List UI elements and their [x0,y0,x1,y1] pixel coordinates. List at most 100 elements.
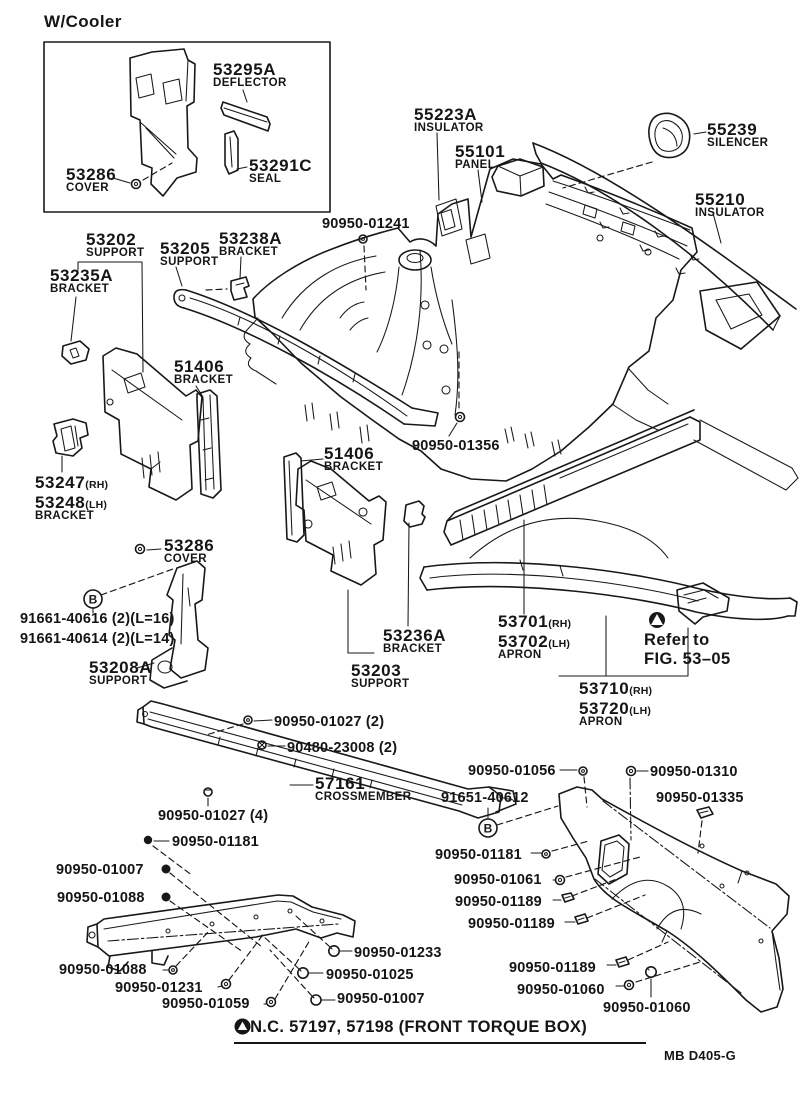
label-line: 53701(RH) [498,612,571,632]
ring-glyph [327,944,340,957]
label-90950-01356: 90950-01356 [412,436,500,456]
label-90950-01189-a: 90950-01189 [455,892,542,912]
label-line: 91661-40616 (2)(L=16) [20,609,175,629]
label-line: 53295A [213,60,287,80]
clip-glyph [696,806,714,819]
part-number: 53291C [249,156,313,175]
label-90950-01027-4: 90950-01027 (4) [158,806,268,826]
clip-glyph [615,956,630,968]
part-number: 91651-40612 [441,790,529,806]
fig-ref-marker [649,612,665,628]
circled-b-letter-2: B [484,822,493,836]
part-number: 90950-01189 [468,916,555,932]
part-number: 57161 [315,774,366,793]
label-line: 53710(RH) [579,679,652,699]
label-line: 90950-01007 [337,989,425,1009]
part-descriptor: SUPPORT [160,256,219,268]
label-90950-01231: 90950-01231 [115,978,203,998]
part-number: 53248 [35,493,86,512]
strut-tower-cap [398,249,432,271]
part-number: 90950-01189 [455,894,542,910]
leader-lines [61,131,722,1005]
nut-glyph [161,864,171,874]
part-number: 90950-01231 [115,980,203,996]
side-suffix: (LH) [629,705,652,717]
support-rail-53205-drawing [173,276,439,427]
label-line: 90950-01060 [517,980,605,1000]
label-line: 57161 [315,774,411,794]
label-90950-01059: 90950-01059 [162,994,250,1014]
label-90950-01007-a: 90950-01007 [56,860,144,880]
part-descriptor: SUPPORT [351,678,410,690]
part-descriptor: SUPPORT [86,247,145,259]
part-number: 90950-01027 (2) [274,714,385,730]
label-90950-01189-c: 90950-01189 [509,958,596,978]
support-53208A-drawing: B [83,543,209,689]
label-90950-01181-l: 90950-01181 [172,832,259,852]
part-number: 53720 [579,699,630,718]
label-line: 51406 [174,357,233,377]
part-number: 90950-01007 [337,991,425,1007]
label-line: 53203 [351,661,409,681]
label-line: 91651-40612 [441,788,529,808]
label-53710-53720: 53710(RH)53720(LH)APRON [579,679,652,728]
label-line: 53286 [164,536,214,556]
label-line: 90950-01007 [56,860,144,880]
part-number: 53295A [213,60,277,79]
pnc-marker [234,1018,251,1035]
part-number: 53238A [219,229,283,248]
label-line: 90950-01181 [435,845,522,865]
support-53203-drawing [283,452,426,586]
seal-part [224,130,239,175]
label-line: 90480-23008 (2) [287,738,397,758]
part-number: 55210 [695,190,746,209]
label-line: FIG. 53–05 [644,650,731,669]
label-line: 53248(LH) [35,493,108,513]
cooler-inset-drawing [43,41,331,213]
label-90950-01061: 90950-01061 [454,870,542,890]
label-line: 53202 [86,230,144,250]
clip-glyph [561,892,575,903]
clip-glyph [574,913,589,925]
part-number: 91661-40614 (2)(L=14) [20,631,175,647]
part-descriptor: APRON [498,649,542,661]
nut-glyph [161,892,171,902]
side-suffix: (LH) [548,638,571,650]
label-line: 55210 [695,190,765,210]
part-number: 53710 [579,679,630,698]
part-number: 90950-01007 [56,862,144,878]
label-line: 90950-01027 (4) [158,806,268,826]
label-90480-23008: 90480-23008 (2) [287,738,397,758]
part-number: 90950-01189 [509,960,596,976]
label-line: 90950-01059 [162,994,250,1014]
ring-glyph [310,994,322,1006]
label-line: 90950-01241 [322,214,410,234]
part-descriptor: PANEL [455,159,496,171]
part-number: 90950-01060 [603,1000,691,1016]
part-descriptor: BRACKET [174,374,234,386]
label-line: 90950-01231 [115,978,203,998]
part-number: 53286 [66,165,117,184]
label-90950-01088-a: 90950-01088 [57,888,145,908]
label-91661: 91661-40616 (2)(L=16) 91661-40614 (2)(L=1… [20,609,175,649]
part-number: FIG. 53–05 [644,650,731,668]
cowl-insulator-drawing [532,142,797,350]
part-number: 90950-01181 [172,834,259,850]
label-line: Refer to [644,631,731,650]
label-line: 90950-01088 [57,888,145,908]
part-number: 90950-01310 [650,764,738,780]
